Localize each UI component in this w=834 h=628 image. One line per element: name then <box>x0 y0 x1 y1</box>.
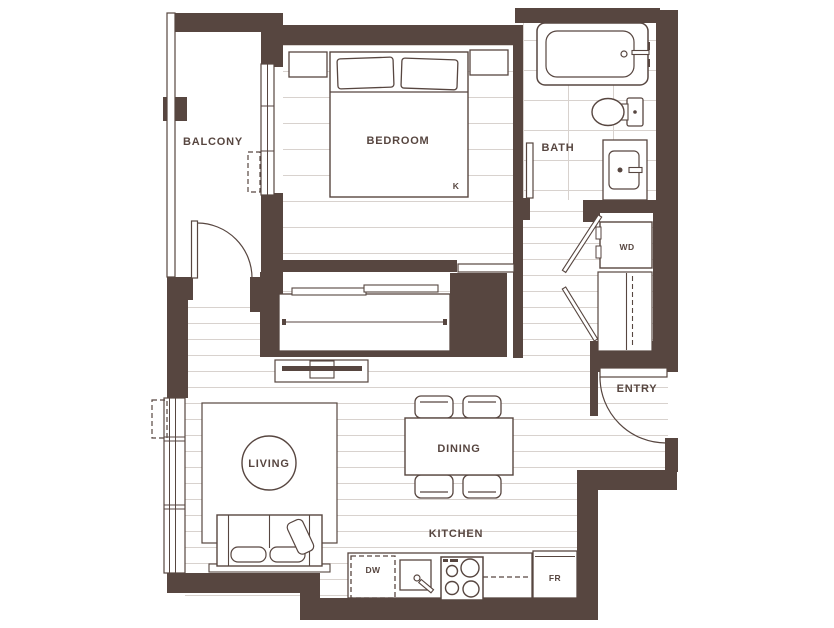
pocket-door-slot <box>507 273 513 357</box>
dining-chair <box>414 474 454 499</box>
entry-closet <box>597 271 653 352</box>
nightstand-right <box>469 49 509 76</box>
washer-dryer-label: WD <box>620 242 635 252</box>
kitchen-sink <box>399 559 435 594</box>
kitchen-label: KITCHEN <box>429 528 484 540</box>
fridge <box>532 550 578 599</box>
bedroom-pocket-door <box>457 263 515 273</box>
bed-size-label: K <box>453 181 460 191</box>
balcony-label: BALCONY <box>183 136 243 148</box>
tv-icon <box>282 366 362 371</box>
balcony-door-threshold <box>193 277 250 300</box>
dishwasher <box>350 555 396 599</box>
dishwasher-label: DW <box>366 565 382 575</box>
washer-dryer <box>595 221 653 269</box>
kitchen-counter <box>347 552 533 599</box>
dining-chair <box>462 395 502 419</box>
toilet <box>591 97 644 127</box>
laundry-closet-doors <box>561 214 603 342</box>
bathtub <box>536 22 650 86</box>
bedroom-balcony-window <box>260 63 275 196</box>
window-operable-marker <box>247 151 261 193</box>
dining-chair <box>414 395 454 419</box>
bedroom-wardrobe <box>278 284 451 352</box>
entry-label: ENTRY <box>617 383 658 395</box>
fridge-label: FR <box>549 573 561 583</box>
coffee-table <box>241 435 297 491</box>
throw-pillow <box>286 518 315 555</box>
dining-table <box>404 417 514 476</box>
living-window <box>163 397 186 574</box>
tv-console <box>274 359 369 383</box>
bedroom-label: BEDROOM <box>366 135 429 147</box>
balcony-door <box>190 220 253 279</box>
bath-label: BATH <box>542 142 575 154</box>
sofa <box>208 514 331 573</box>
living-label: LIVING <box>248 458 289 470</box>
bath-vanity-sink <box>602 139 648 201</box>
faucet-icon <box>417 578 435 594</box>
king-bed <box>329 51 469 198</box>
cooktop <box>440 556 484 601</box>
entry-door <box>599 367 668 444</box>
bath-door <box>525 142 534 199</box>
nightstand-left <box>288 51 328 78</box>
dining-chair <box>462 474 502 499</box>
balcony-left-window <box>166 12 176 278</box>
vent-marker <box>151 399 168 439</box>
dining-label: DINING <box>437 443 480 455</box>
